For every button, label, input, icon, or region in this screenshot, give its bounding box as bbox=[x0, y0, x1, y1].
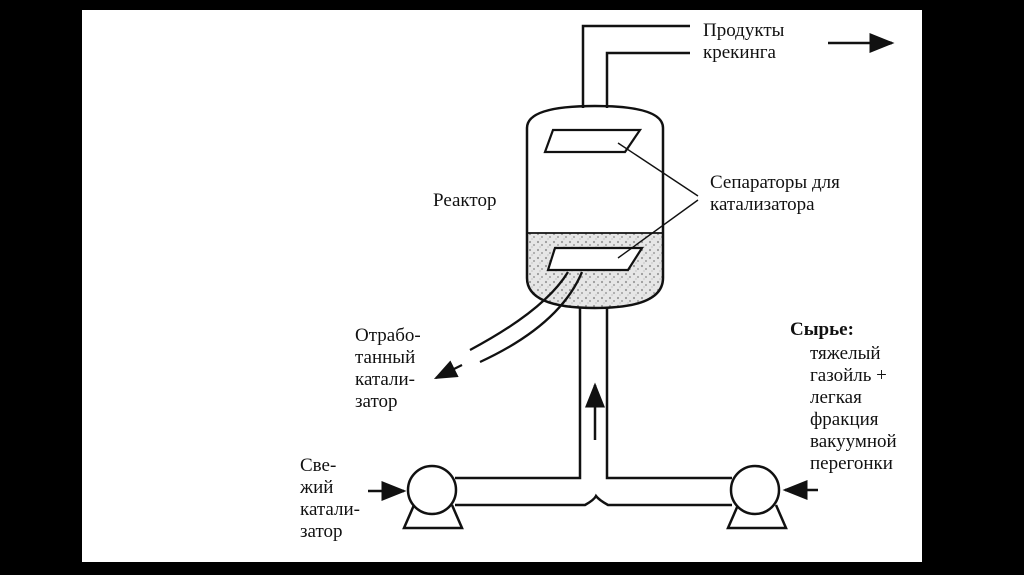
reactor-label: Реактор bbox=[433, 190, 497, 211]
product-outlet-pipe bbox=[581, 24, 690, 108]
upper-separator bbox=[543, 128, 643, 154]
products-label: Продукты крекинга bbox=[703, 20, 785, 63]
right-pump bbox=[726, 464, 788, 530]
spent-catalyst-pipe bbox=[469, 271, 584, 364]
separators-label: Сепараторы для катализатора bbox=[710, 172, 840, 215]
spent-catalyst-arrow bbox=[433, 360, 463, 380]
lower-separator bbox=[546, 246, 645, 272]
diagram-page bbox=[82, 10, 922, 562]
fresh-catalyst-label: Све- жий катали- затор bbox=[300, 455, 360, 542]
separator-leaders bbox=[617, 142, 699, 259]
riser-pipe bbox=[455, 308, 732, 507]
left-pump bbox=[402, 464, 464, 530]
feed-label: тяжелый газойль + легкая фракция вакуумн… bbox=[810, 343, 897, 474]
top-frame bbox=[0, 0, 1024, 10]
feed-title: Сырье: bbox=[790, 319, 854, 340]
spent-catalyst-label: Отрабо- танный катали- затор bbox=[355, 325, 421, 412]
reactor-vessel bbox=[525, 104, 665, 310]
